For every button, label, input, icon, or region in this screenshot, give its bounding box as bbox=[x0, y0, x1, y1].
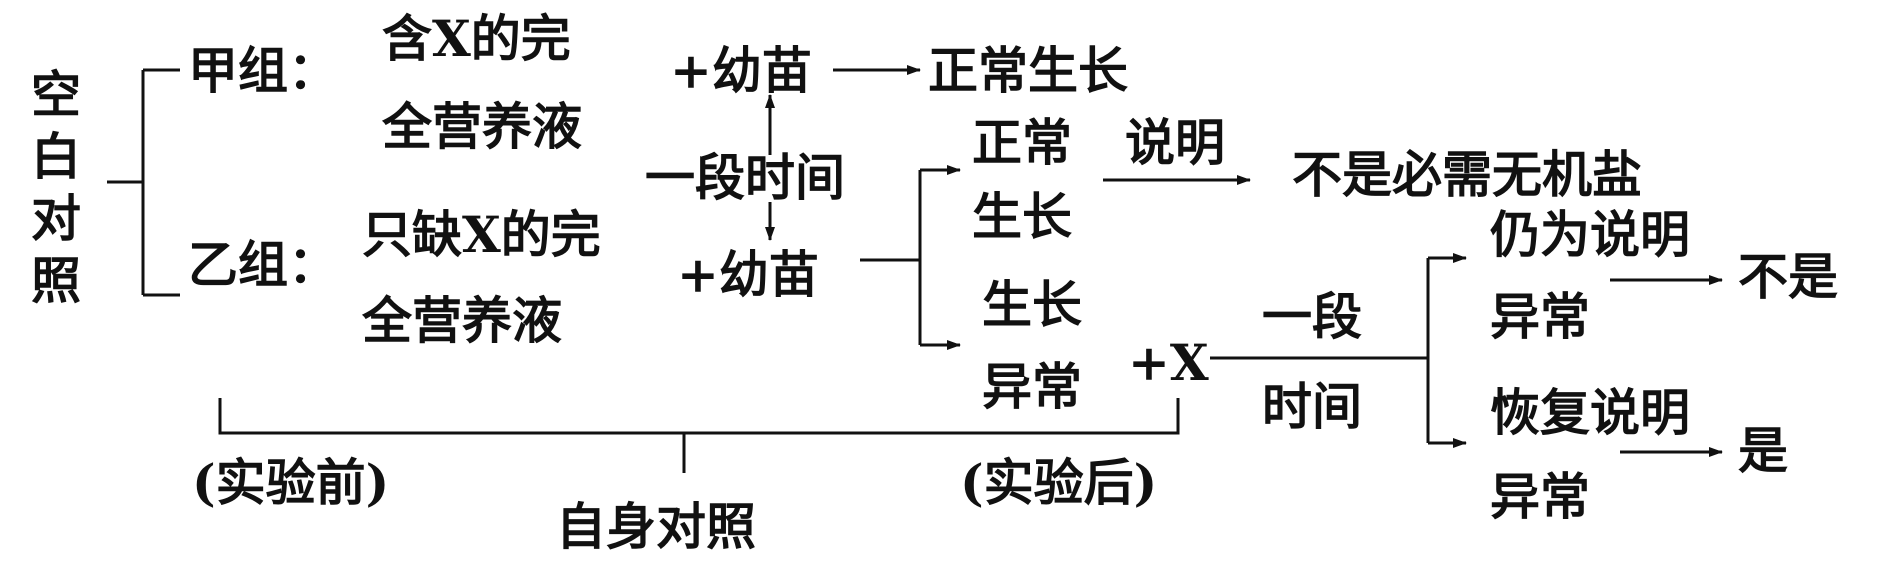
group-b-solution-line1: 只缺X的完 bbox=[362, 205, 601, 264]
group-b-solution-line2: 全营养液 bbox=[362, 291, 562, 350]
recovered-line2: 异常 bbox=[1490, 467, 1590, 526]
abnormal-growth-line1: 生长 bbox=[982, 275, 1082, 334]
self-control-bracket bbox=[218, 398, 1180, 473]
group-a-result: 正常生长 bbox=[928, 41, 1128, 100]
group-b-label: 乙组： bbox=[188, 235, 338, 294]
explain-label: 说明 bbox=[1125, 113, 1225, 172]
second-period-branch bbox=[1210, 258, 1430, 443]
still-abnormal-line2: 异常 bbox=[1490, 287, 1590, 346]
group-a-label: 甲组： bbox=[188, 41, 338, 100]
recovered-line1: 恢复说明 bbox=[1490, 383, 1690, 442]
before-experiment-label: (实验前) bbox=[192, 453, 390, 512]
group-b-seedling: +幼苗 bbox=[677, 245, 819, 304]
add-x-label: +X bbox=[1128, 333, 1209, 392]
period-label: 一段时间 bbox=[645, 148, 845, 207]
group-b-branch bbox=[860, 170, 922, 345]
after-experiment-label: (实验后) bbox=[960, 453, 1158, 512]
normal-growth-line1: 正常 bbox=[972, 113, 1072, 172]
conclusion-yes: 是 bbox=[1738, 421, 1788, 480]
conclusion-not-essential: 不是必需无机盐 bbox=[1292, 145, 1642, 204]
abnormal-growth-line2: 异常 bbox=[982, 357, 1082, 416]
period-2-line1: 一段 bbox=[1262, 287, 1362, 346]
normal-growth-line2: 生长 bbox=[972, 187, 1072, 246]
still-abnormal-line1: 仍为说明 bbox=[1490, 205, 1690, 264]
blank-control-bracket bbox=[107, 68, 180, 297]
blank-control-label: 空白对照 bbox=[31, 65, 81, 310]
group-a-solution-line1: 含X的完 bbox=[382, 9, 571, 68]
period-2-line2: 时间 bbox=[1262, 377, 1362, 436]
group-a-solution-line2: 全营养液 bbox=[382, 97, 582, 156]
conclusion-not: 不是 bbox=[1738, 247, 1838, 306]
self-control-label: 自身对照 bbox=[556, 497, 756, 556]
group-a-seedling: +幼苗 bbox=[670, 41, 812, 100]
